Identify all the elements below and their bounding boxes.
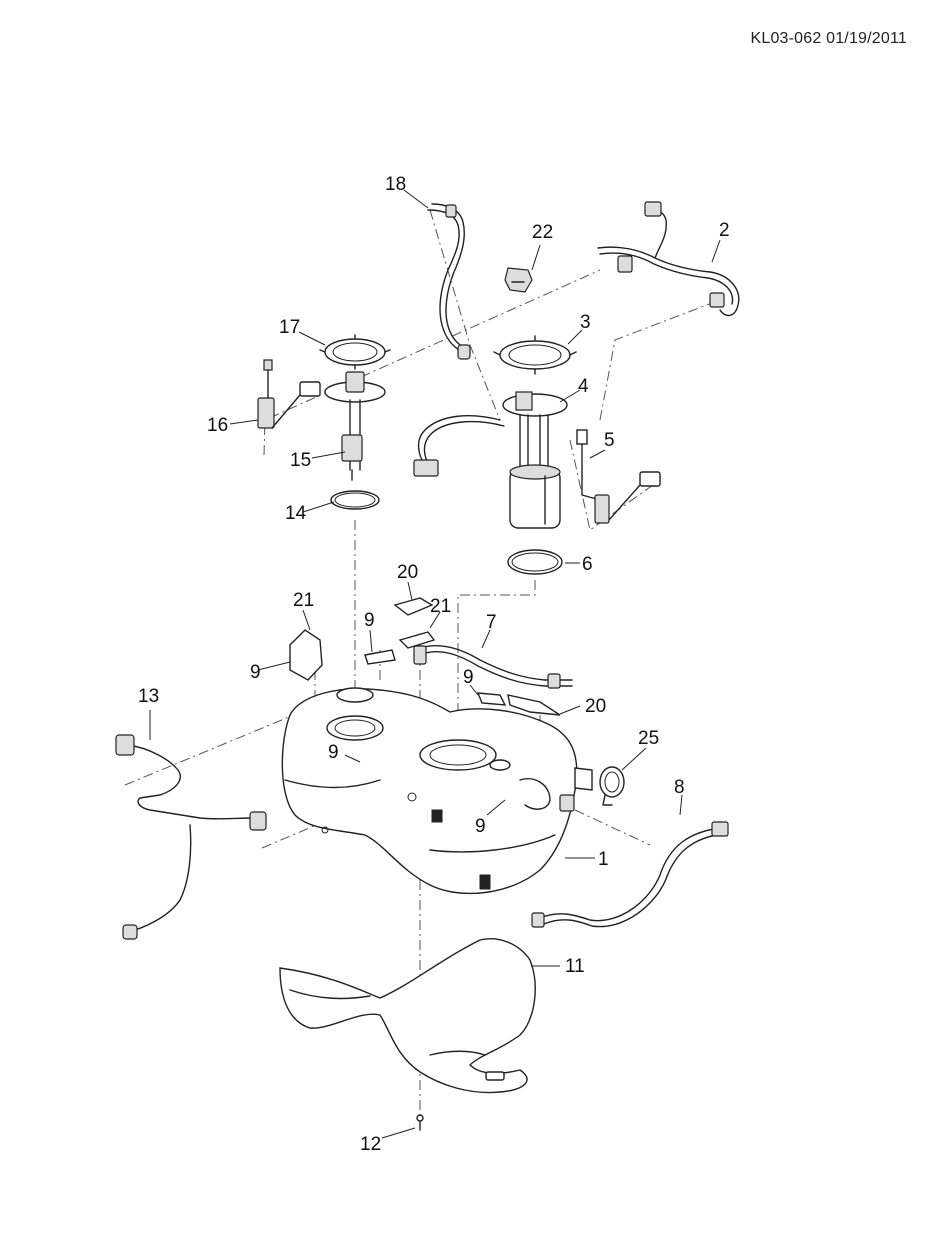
callout-9-top: 9 <box>364 610 375 631</box>
callout-5: 5 <box>604 430 615 451</box>
part-17-lock-ring <box>319 334 391 370</box>
part-5-level-sensor <box>576 429 661 524</box>
callout-1: 1 <box>598 849 609 870</box>
part-4-fuel-pump-module <box>413 391 568 529</box>
callout-9-left: 9 <box>250 662 261 683</box>
callout-16: 16 <box>207 415 228 436</box>
callout-20-top: 20 <box>397 562 418 583</box>
callout-labels: 1 2 3 4 5 6 7 8 9 9 9 9 9 11 12 13 14 15… <box>138 174 730 1155</box>
callout-18: 18 <box>385 174 406 195</box>
callout-25: 25 <box>638 728 659 749</box>
callout-6: 6 <box>582 554 593 575</box>
document-id-date: KL03-062 01/19/2011 <box>750 30 907 47</box>
callout-8: 8 <box>674 777 685 798</box>
callout-7: 7 <box>486 612 497 633</box>
callout-9-right: 9 <box>463 667 474 688</box>
part-3-lock-ring <box>493 335 577 375</box>
callout-12: 12 <box>360 1134 381 1155</box>
callout-2: 2 <box>719 220 730 241</box>
callout-14: 14 <box>285 503 307 524</box>
callout-9-center: 9 <box>328 742 339 763</box>
part-11-heat-shield <box>279 938 536 1094</box>
part-18-vent-hose <box>427 203 471 360</box>
callout-17: 17 <box>279 317 300 338</box>
part-22-sensor <box>504 267 533 293</box>
callout-21-left: 21 <box>293 590 314 611</box>
callout-9-lower: 9 <box>475 816 486 837</box>
part-8-filler-pipe <box>531 821 729 928</box>
part-7-fuel-line <box>413 645 573 689</box>
part-16-level-sensor <box>257 359 321 429</box>
callout-20-right: 20 <box>585 696 606 717</box>
part-14-seal <box>330 490 380 510</box>
part-25-fuel-cap <box>599 766 625 806</box>
callout-22: 22 <box>532 222 553 243</box>
callout-11: 11 <box>565 956 585 977</box>
part-2-wiring-harness <box>597 201 740 317</box>
part-12-screw <box>416 1114 424 1131</box>
callout-3: 3 <box>580 312 591 333</box>
callout-15: 15 <box>290 450 311 471</box>
callout-4: 4 <box>578 376 589 397</box>
callout-21-top: 21 <box>430 596 451 617</box>
part-1-fuel-tank <box>281 687 593 895</box>
part-13-harness <box>115 734 267 940</box>
part-6-seal <box>507 549 563 575</box>
leader-lines <box>149 189 721 1139</box>
part-15-level-sender <box>324 371 386 481</box>
callout-13: 13 <box>138 686 159 707</box>
